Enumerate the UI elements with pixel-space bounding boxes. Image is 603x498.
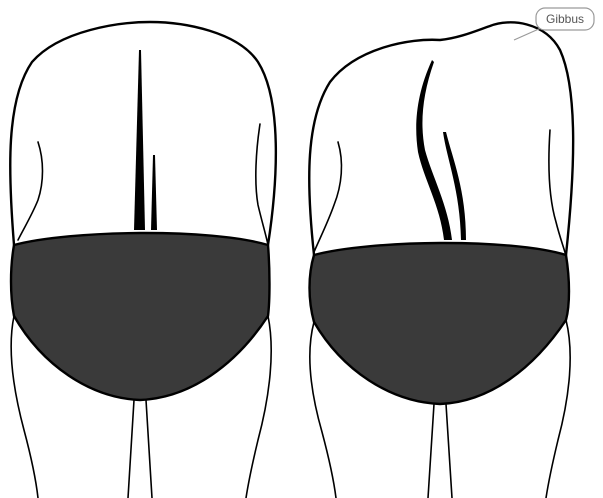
left-leg-outer-right [246, 316, 271, 498]
right-inner-thigh-right [446, 404, 452, 498]
gibbus-back-figure [309, 22, 573, 498]
left-briefs [11, 233, 270, 400]
right-inner-thigh-left [428, 404, 434, 498]
right-back-crease-left [314, 142, 341, 252]
left-back-crease-left [18, 142, 43, 240]
left-inner-thigh-right [146, 400, 152, 498]
normal-back-figure [10, 22, 276, 498]
left-inner-thigh-left [128, 400, 134, 498]
left-back-crease-right [256, 124, 268, 245]
right-leg-outer-right [546, 320, 570, 498]
gibbus-callout-label: Gibbus [546, 12, 584, 26]
left-spine-shadow [151, 155, 157, 230]
right-briefs [310, 243, 570, 404]
left-spine-line [134, 50, 145, 230]
right-back-crease-right [549, 130, 566, 256]
gibbus-callout-leader [514, 28, 541, 40]
